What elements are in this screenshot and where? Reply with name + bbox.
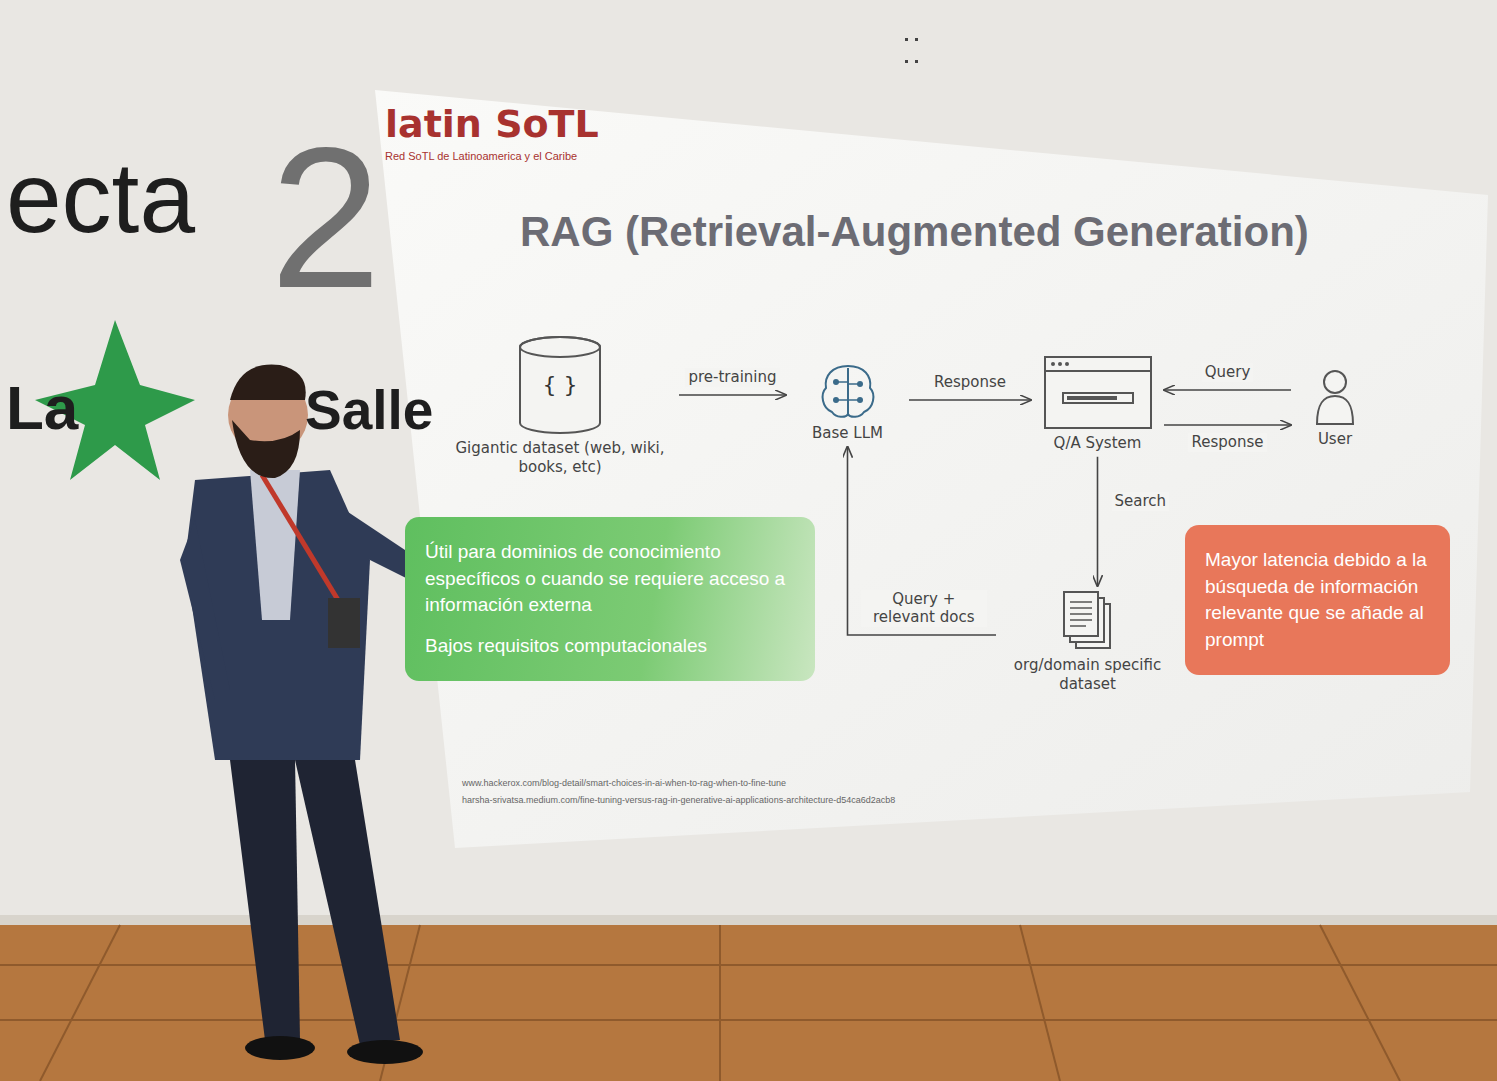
edge-label: Response: [1188, 433, 1266, 452]
node-icon-graphic: [818, 362, 878, 420]
advantage-box: Útil para dominios de conocimiento espec…: [405, 517, 815, 681]
wall-sign-text: ecta: [6, 140, 195, 255]
connector-arrow: [679, 394, 786, 396]
edge-label: Query: [1202, 363, 1254, 382]
edge-label: Search: [1112, 492, 1170, 511]
node-label: User: [1295, 430, 1375, 449]
source-url: www.hackerox.com/blog-detail/smart-choic…: [462, 778, 786, 788]
connector-arrow: [909, 399, 1031, 401]
wall-sign-text: Salle: [305, 378, 433, 442]
node-label: Gigantic dataset (web, wiki, books, etc): [445, 439, 675, 477]
user-node: User: [1295, 368, 1375, 449]
logo-subtitle: Red SoTL de Latinoamerica y el Caribe: [385, 150, 577, 162]
qa-system-node: Q/A System: [1035, 355, 1160, 453]
wall-sign-number: 2: [270, 118, 381, 318]
node-icon-graphic: [1043, 355, 1153, 430]
node-icon: [1060, 590, 1115, 652]
connector-arrow: [848, 447, 997, 635]
node-label: Base LLM: [790, 424, 905, 443]
node-icon: [1043, 355, 1153, 430]
edge-label: pre-training: [685, 368, 779, 387]
node-icon: { }: [515, 335, 605, 435]
logo-text: latin SoTL: [385, 102, 599, 146]
domain-dataset-node: org/domain specific dataset: [1000, 590, 1175, 694]
source-url: harsha-srivatsa.medium.com/fine-tuning-v…: [462, 795, 895, 805]
drawback-box: Mayor latencia debido a la búsqueda de i…: [1185, 525, 1450, 675]
edge-label: Query + relevant docs: [861, 590, 987, 628]
dataset-node: { } Gigantic dataset (web, wiki, books, e…: [445, 335, 675, 477]
box-text: Útil para dominios de conocimiento espec…: [425, 539, 795, 619]
connector-arrow: [1097, 457, 1099, 586]
slide-title: RAG (Retrieval-Augmented Generation): [520, 208, 1309, 256]
node-icon: [1313, 368, 1357, 426]
node-label: org/domain specific dataset: [1000, 656, 1175, 694]
node-icon: [818, 362, 878, 420]
wall-sign-text: La: [6, 372, 78, 443]
node-icon-graphic: [1060, 590, 1115, 652]
connector-arrow: [1164, 424, 1291, 426]
box-text: Mayor latencia debido a la búsqueda de i…: [1205, 547, 1430, 653]
node-label: Q/A System: [1035, 434, 1160, 453]
llm-node: Base LLM: [790, 362, 905, 443]
edge-label: Response: [931, 373, 1009, 392]
icon-symbol: { }: [515, 371, 605, 399]
connector-arrow: [1164, 389, 1291, 391]
node-icon-graphic: [1313, 368, 1357, 426]
box-point: Bajos requisitos computacionales: [425, 633, 795, 660]
